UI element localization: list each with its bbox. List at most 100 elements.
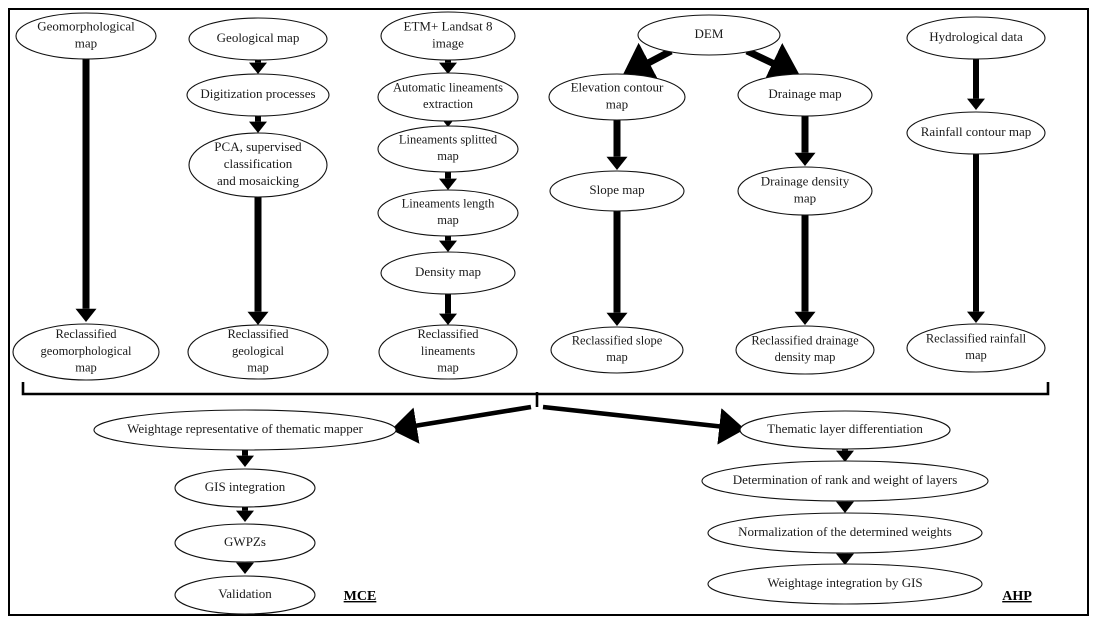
arrow-geomorphological-map-to-reclassified-geomorphological-map (75, 59, 97, 322)
node-label: Drainage density (761, 173, 850, 188)
node-density-map[interactable]: Density map (380, 251, 516, 295)
node-ellipse (186, 73, 330, 117)
node-label: extraction (423, 97, 474, 111)
node-label: map (794, 191, 816, 206)
arrow-geological-map-to-digitization-processes (249, 60, 267, 74)
node-dem[interactable]: DEM (637, 14, 781, 56)
node-label: Density map (415, 264, 481, 279)
node-hydrological-data[interactable]: Hydrological data (906, 16, 1046, 60)
node-elevation-contour-map[interactable]: Elevation contour map (548, 73, 686, 121)
arrow-density-map-to-reclassified-lineaments-map (439, 294, 457, 325)
node-geological-map[interactable]: Geological map (188, 17, 328, 61)
node-thematic-layer-differentiation[interactable]: Thematic layer differentiation (739, 410, 951, 450)
node-ellipse (188, 17, 328, 61)
node-label: Validation (218, 586, 272, 601)
section-tag-mce: MCE (344, 589, 377, 604)
node-weightage-integration-by-gis[interactable]: Weightage integration by GIS (707, 563, 983, 605)
arrow-gwpzs-to-validation (236, 562, 254, 574)
node-label: lineaments (421, 344, 475, 358)
node-label: map (606, 97, 628, 112)
arrow-brace-to-ahp (542, 404, 745, 445)
node-label: map (247, 361, 269, 375)
node-ellipse (549, 170, 685, 212)
arrow-dem-to-drainage-map (745, 42, 801, 84)
node-label: Reclassified (55, 327, 117, 341)
arrow-etm-landsat8-image-to-automatic-lineaments-extraction (439, 60, 457, 74)
node-reclassified-geological-map[interactable]: Reclassified geological map (187, 324, 329, 380)
node-label: map (606, 350, 628, 364)
node-ellipse (550, 326, 684, 374)
node-digitization-processes[interactable]: Digitization processes (186, 73, 330, 117)
node-label: Reclassified slope (572, 334, 663, 348)
arrow-rainfall-contour-map-to-reclassified-rainfall-map (967, 154, 985, 323)
node-determination-rank-weight-layers[interactable]: Determination of rank and weight of laye… (701, 460, 989, 502)
node-drainage-density-map[interactable]: Drainage density map (737, 166, 873, 216)
node-label: map (965, 348, 987, 362)
node-ellipse (701, 460, 989, 502)
node-label: Normalization of the determined weights (738, 524, 952, 539)
node-label: image (432, 36, 464, 51)
node-gis-integration[interactable]: GIS integration (174, 468, 316, 508)
node-ellipse (188, 132, 328, 198)
arrow-drainage-density-map-to-reclassified-drainage-density-map (794, 215, 816, 325)
node-drainage-map[interactable]: Drainage map (737, 73, 873, 117)
section-tag-ahp: AHP (1002, 589, 1032, 604)
node-label: DEM (695, 26, 724, 41)
node-layer: GeomorphologicalmapReclassifiedgeomorpho… (12, 11, 1046, 615)
node-validation[interactable]: Validation (174, 575, 316, 615)
node-ellipse (906, 111, 1046, 155)
node-label: Reclassified (227, 327, 289, 341)
node-label: Lineaments splitted (399, 133, 498, 147)
node-label: Geomorphological (37, 18, 135, 33)
node-ellipse (12, 323, 160, 381)
node-label: and mosaicking (217, 173, 299, 188)
section-tag-layer: MCE AHP (344, 589, 1033, 604)
node-label: map (75, 361, 97, 375)
node-rainfall-contour-map[interactable]: Rainfall contour map (906, 111, 1046, 155)
node-ellipse (377, 189, 519, 237)
node-ellipse (187, 324, 329, 380)
arrow-thematic-layer-differentiation-to-determination-rank-weight-layers (836, 449, 854, 462)
node-weightage-representative-thematic-mapper[interactable]: Weightage representative of thematic map… (93, 409, 397, 451)
arrow-weightage-representative-thematic-mapper-to-gis-integration (236, 450, 254, 467)
node-reclassified-rainfall-map[interactable]: Reclassified rainfall map (906, 323, 1046, 373)
node-ellipse (174, 575, 316, 615)
node-slope-map[interactable]: Slope map (549, 170, 685, 212)
node-ellipse (548, 73, 686, 121)
node-ellipse (174, 468, 316, 508)
node-ellipse (380, 251, 516, 295)
arrow-determination-rank-weight-layers-to-normalization-determined-weights (836, 501, 854, 513)
arrow-elevation-contour-map-to-slope-map (606, 120, 628, 170)
node-ellipse (377, 125, 519, 173)
node-ellipse (707, 563, 983, 605)
node-label: map (437, 149, 459, 163)
node-ellipse (377, 72, 519, 122)
node-label: Thematic layer differentiation (767, 421, 923, 436)
node-label: map (437, 213, 459, 227)
node-label: Slope map (589, 182, 644, 197)
aggregation-brace (21, 382, 1050, 396)
node-lineaments-length-map[interactable]: Lineaments length map (377, 189, 519, 237)
node-label: geological (232, 344, 285, 358)
node-label: Elevation contour (571, 79, 664, 94)
node-lineaments-splitted-map[interactable]: Lineaments splitted map (377, 125, 519, 173)
diagram-frame (8, 8, 1089, 616)
node-label: PCA, supervised (214, 139, 302, 154)
node-gwpzs[interactable]: GWPZs (174, 523, 316, 563)
node-normalization-determined-weights[interactable]: Normalization of the determined weights (707, 512, 983, 554)
node-ellipse (174, 523, 316, 563)
node-reclassified-slope-map[interactable]: Reclassified slope map (550, 326, 684, 374)
node-label: Reclassified rainfall (926, 332, 1027, 346)
node-label: Lineaments length (402, 197, 495, 211)
arrow-hydrological-data-to-rainfall-contour-map (967, 59, 985, 110)
node-ellipse (906, 16, 1046, 60)
